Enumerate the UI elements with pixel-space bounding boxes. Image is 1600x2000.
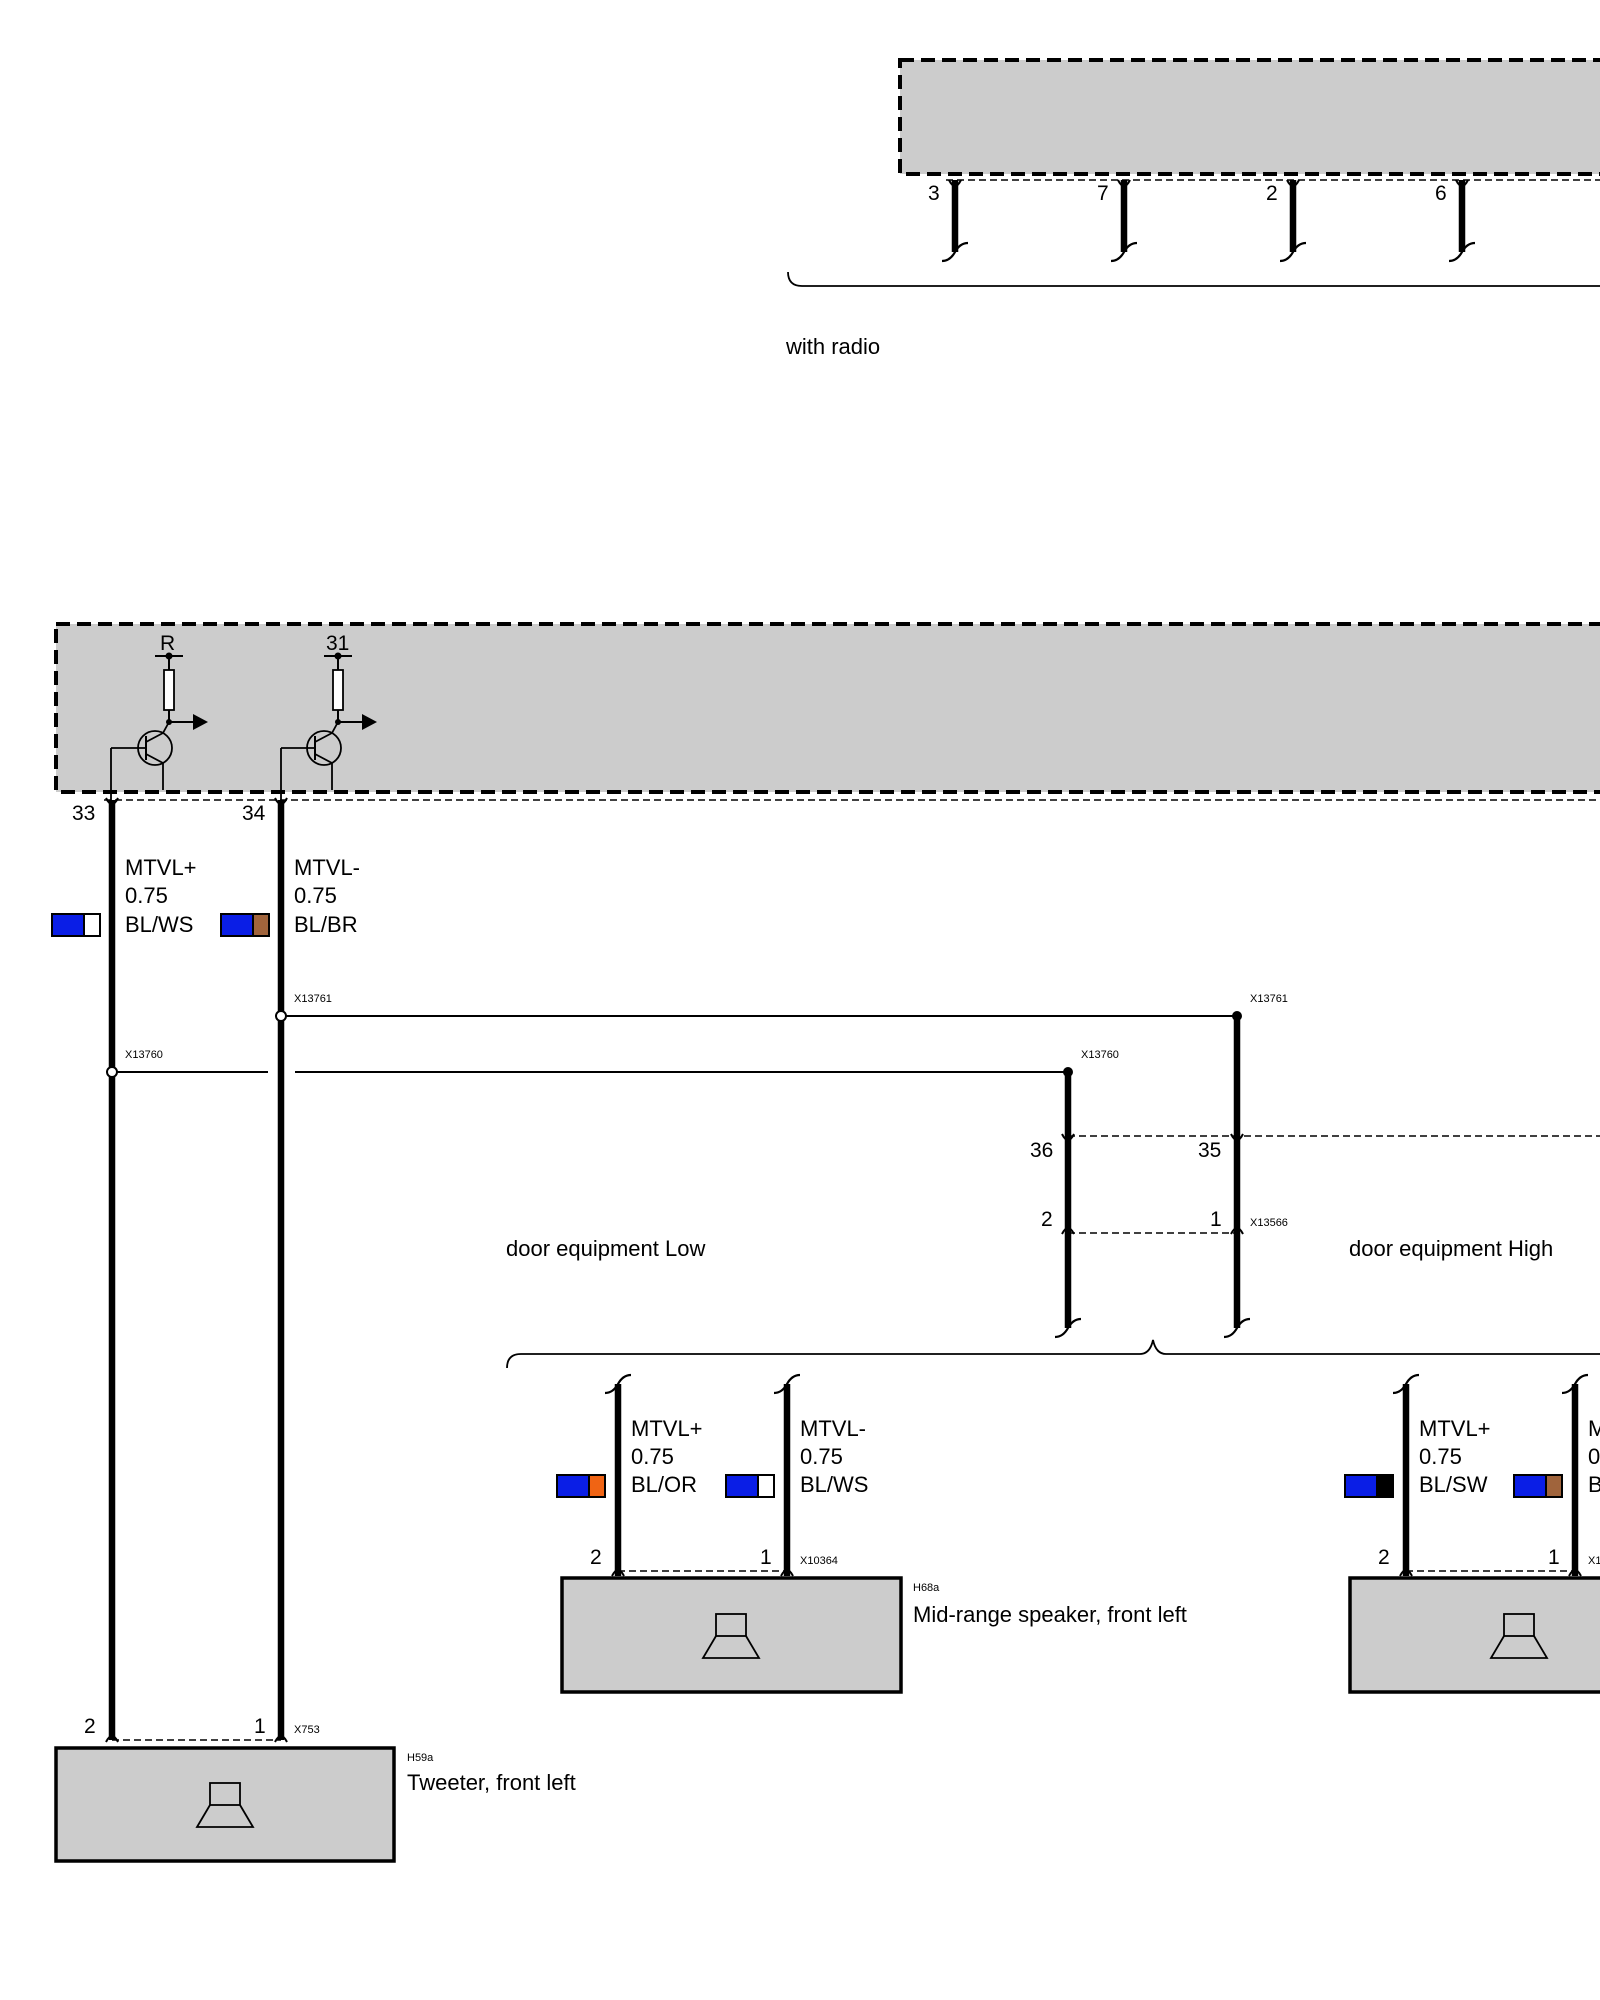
wire-color-swatch (51, 913, 101, 937)
tweeter-pin-2: 2 (84, 1715, 96, 1738)
splice-label: X13760 (1081, 1049, 1119, 1061)
radio-pin-2: 2 (1266, 179, 1308, 263)
door-high-label: door equipment High (1349, 1236, 1553, 1261)
tweeter-speaker: 2 1 X753 H59a Tweeter, front left (54, 1715, 576, 1863)
right-speaker: MTVL+ 0.75 BL/SW M 0 B 2 1 X1 (1344, 1373, 1600, 1694)
radio-pin-3: 3 (928, 179, 970, 263)
transistor-stage-r: R (110, 632, 208, 800)
wire-size: 0 (1588, 1444, 1600, 1469)
midrange-speaker: MTVL+ 0.75 BL/OR MTVL- 0.75 BL/WS 2 1 X1… (556, 1373, 1187, 1694)
midrange-id: H68a (913, 1582, 940, 1594)
midrange-wire-minus: MTVL- 0.75 BL/WS (725, 1373, 868, 1577)
amp-pin-33: 33 (72, 802, 95, 825)
wire-color-code: BL/OR (631, 1472, 697, 1497)
radio-pin-7: 7 (1097, 179, 1139, 263)
wire-color-code: BL/SW (1419, 1472, 1488, 1497)
door-brace (506, 1339, 1600, 1369)
tweeter-wire-minus: MTVL- 0.75 BL/BR (220, 797, 360, 1740)
door-pin-35: 35 (1198, 1139, 1221, 1162)
radio-pin-6: 6 (1435, 179, 1477, 263)
wire-name: MTVL+ (125, 855, 197, 880)
wire-name: M (1588, 1416, 1600, 1441)
radio-condition: with radio (785, 334, 880, 359)
right-speaker-box (1348, 1576, 1600, 1694)
door-pin-1: 1 (1210, 1208, 1222, 1231)
door-pin-2: 2 (1041, 1208, 1053, 1231)
midrange-wire-plus: MTVL+ 0.75 BL/OR (556, 1373, 703, 1577)
amp-pin-34: 34 (242, 802, 266, 825)
right-pin-2: 2 (1378, 1546, 1390, 1569)
wire-color-code: BL/WS (125, 912, 193, 937)
supply-label-r: R (160, 632, 175, 655)
midrange-pin-1: 1 (760, 1546, 772, 1569)
wire-color-swatch (220, 913, 270, 937)
wire-color-code: B (1588, 1472, 1600, 1497)
amplifier-unit: R 31 (54, 622, 1600, 825)
right-wire-minus: M 0 B (1513, 1373, 1600, 1577)
door-connector: 36 35 2 1 X13566 door equipment Low door… (506, 1016, 1600, 1369)
wire-name: MTVL- (800, 1416, 866, 1441)
wire-name: MTVL+ (631, 1416, 703, 1441)
door-connector-id: X13566 (1250, 1217, 1288, 1229)
wire-size: 0.75 (631, 1444, 674, 1469)
radio-pin-label: 6 (1435, 182, 1447, 205)
tweeter-connector: X753 (294, 1724, 320, 1736)
transistor-stage-31: 31 (280, 632, 377, 800)
radio-pin-label: 3 (928, 182, 940, 205)
right-wire-plus: MTVL+ 0.75 BL/SW (1344, 1373, 1491, 1577)
door-pin-36: 36 (1030, 1139, 1053, 1162)
right-pin-1: 1 (1548, 1546, 1560, 1569)
splice-label: X13761 (1250, 993, 1288, 1005)
splice-label: X13760 (125, 1049, 163, 1061)
wire-name: MTVL+ (1419, 1416, 1491, 1441)
wire-color-swatch (725, 1474, 775, 1498)
wire-color-code: BL/WS (800, 1472, 868, 1497)
tweeter-pin-1: 1 (254, 1715, 266, 1738)
radio-brace (787, 271, 1600, 287)
door-low-label: door equipment Low (506, 1236, 705, 1261)
wire-size: 0.75 (1419, 1444, 1462, 1469)
splice-lines: X13761 X13760 X13760 X13761 (106, 993, 1288, 1078)
wire-size: 0.75 (125, 883, 168, 908)
midrange-label: Mid-range speaker, front left (913, 1602, 1187, 1627)
wire-color-swatch (556, 1474, 606, 1498)
wire-size: 0.75 (800, 1444, 843, 1469)
wire-color-swatch (1513, 1474, 1563, 1498)
midrange-connector: X10364 (800, 1555, 838, 1567)
tweeter-id: H59a (407, 1752, 434, 1764)
radio-pin-label: 7 (1097, 182, 1109, 205)
wire-color-code: BL/BR (294, 912, 358, 937)
wire-size: 0.75 (294, 883, 337, 908)
splice-label: X13761 (294, 993, 332, 1005)
midrange-pin-2: 2 (590, 1546, 602, 1569)
wire-name: MTVL- (294, 855, 360, 880)
radio-unit: 3 7 2 6 with radio (785, 58, 1600, 359)
tweeter-label: Tweeter, front left (407, 1770, 576, 1795)
tweeter-wire-plus: MTVL+ 0.75 BL/WS (51, 797, 197, 1740)
right-connector: X1 (1588, 1555, 1600, 1567)
radio-pin-label: 2 (1266, 182, 1278, 205)
supply-label-31: 31 (326, 632, 349, 655)
wire-color-swatch (1344, 1474, 1394, 1498)
midrange-speaker-box (560, 1576, 903, 1694)
